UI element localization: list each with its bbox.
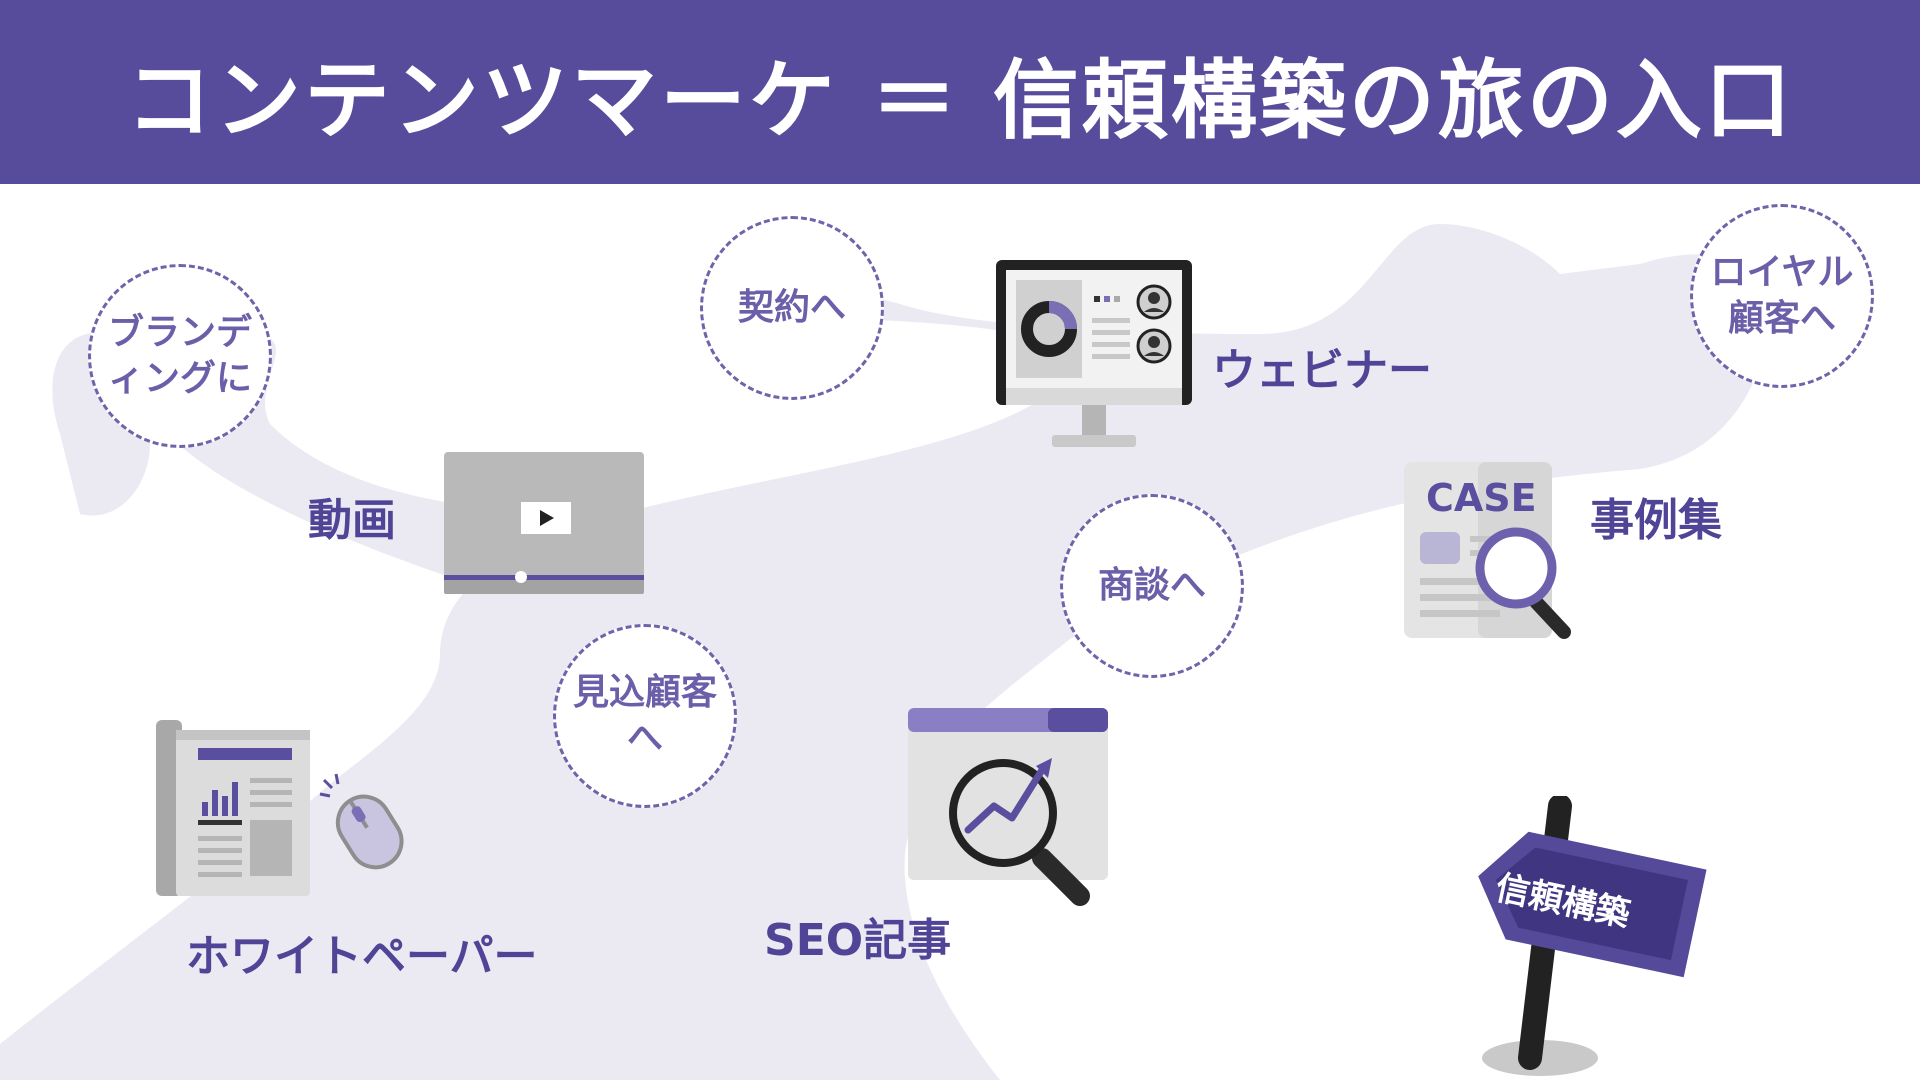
label-whitepaper: ホワイトペーパー [186, 931, 538, 982]
journey-diagram: ブランデ ィングに 契約へ ロイヤル 顧客へ 商談へ 見込顧客 へ 動画 [0, 184, 1920, 1080]
badge-prospect: 見込顧客 へ [553, 624, 737, 808]
label-seo: SEO記事 [764, 915, 952, 966]
case-document-magnifier-icon [1404, 462, 1571, 639]
badge-prospect-text: 見込顧客 へ [572, 672, 717, 759]
label-webinar: ウェビナー [1212, 345, 1432, 396]
label-video: 動画 [308, 495, 396, 546]
signpost-icon [1478, 796, 1707, 1076]
badge-branding: ブランデ ィングに [88, 264, 272, 448]
case-card-text: CASE [1426, 476, 1537, 520]
badge-contract-text: 契約へ [737, 287, 846, 328]
page-title: コンテンツマーケ ＝ 信頼構築の旅の入口 [126, 50, 1794, 151]
badge-branding-text: ブランデ ィングに [107, 312, 252, 399]
badge-negotiation-text: 商談へ [1097, 565, 1206, 606]
badge-contract: 契約へ [700, 216, 884, 400]
badge-loyal-text: ロイヤル 顧客へ [1710, 252, 1854, 339]
video-player-icon [444, 452, 644, 594]
badge-loyal-customer: ロイヤル 顧客へ [1690, 204, 1874, 388]
newspaper-mouse-icon [156, 720, 404, 896]
monitor-webinar-icon [996, 260, 1192, 447]
header-banner: コンテンツマーケ ＝ 信頼構築の旅の入口 [0, 0, 1920, 184]
badge-negotiation: 商談へ [1060, 494, 1244, 678]
browser-chart-magnifier-icon [908, 708, 1108, 906]
label-case-studies: 事例集 [1590, 495, 1722, 546]
